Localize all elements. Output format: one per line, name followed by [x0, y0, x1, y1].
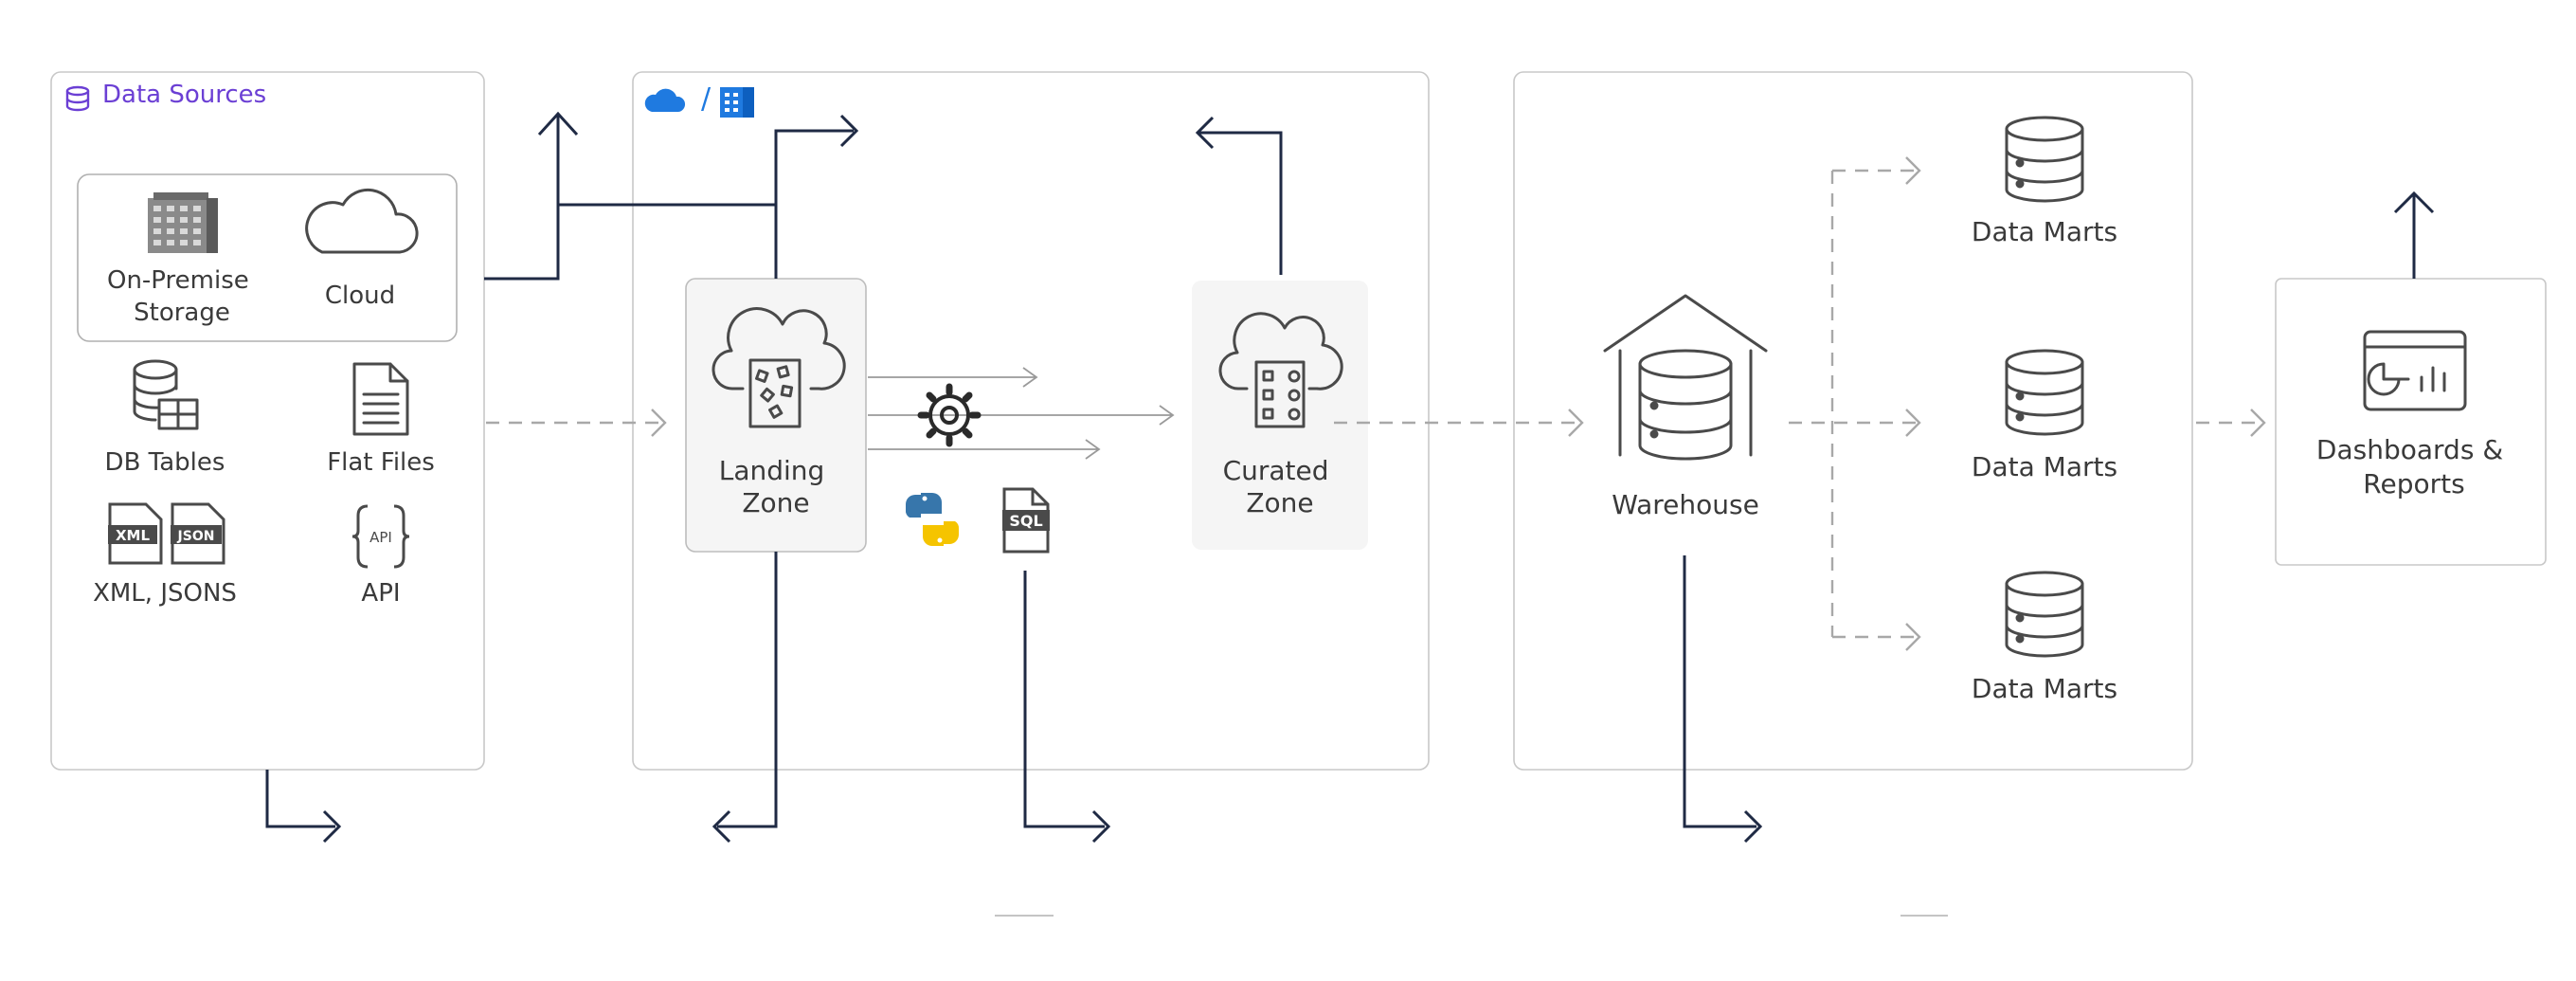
dashboards-panel [2275, 278, 2547, 566]
database-icon [65, 85, 90, 112]
db-tables-label: DB Tables [105, 448, 225, 477]
on-premise-line-2: Storage [134, 299, 230, 327]
building-icon [148, 192, 218, 253]
landing-zone-cloud-icon [712, 307, 846, 428]
flat-file-icon [352, 362, 409, 436]
api-glyph-text: API [369, 529, 392, 546]
json-file-icon: JSON [171, 502, 225, 565]
xml-jsons-label: XML, JSONS [93, 579, 237, 608]
data-lake-panel [632, 71, 1430, 771]
data-mart-label: Data Marts [1972, 673, 2117, 704]
dashboard-icon [2363, 330, 2467, 411]
warehouse-panel [1513, 71, 2193, 771]
flow-arrowheads [651, 156, 2266, 651]
data-mart-icon [2005, 116, 2084, 203]
sql-badge-text: SQL [1009, 512, 1042, 530]
landing-zone-line-2: Zone [742, 487, 809, 518]
api-label: API [361, 579, 400, 608]
cloud-icon [305, 188, 419, 254]
data-mart-icon [2005, 571, 2084, 658]
gear-icon [917, 383, 982, 447]
curated-zone-line-2: Zone [1246, 487, 1313, 518]
cloud-provider-icon [644, 88, 686, 112]
landing-zone-label: Landing Zone [719, 455, 833, 518]
dashboards-line-1: Dashboards & [2316, 434, 2503, 465]
curated-zone-line-1: Curated [1223, 455, 1329, 486]
xml-badge-text: XML [116, 527, 150, 544]
warehouse-icon [1603, 294, 1768, 461]
on-premise-label: On-Premise Storage [107, 266, 257, 327]
python-icon [905, 493, 960, 546]
cloud-label: Cloud [325, 282, 395, 310]
storage-building-icon [720, 87, 754, 118]
xml-file-icon: XML [108, 502, 163, 565]
on-premise-line-1: On-Premise [107, 266, 249, 295]
flat-files-label: Flat Files [327, 448, 435, 477]
db-table-icon [133, 359, 199, 430]
curated-zone-cloud-icon [1218, 312, 1343, 428]
data-mart-icon [2005, 349, 2084, 436]
json-badge-text: JSON [177, 529, 215, 544]
dashboards-line-2: Reports [2363, 468, 2464, 500]
control-connectors [265, 111, 2435, 844]
sql-file-icon: SQL [1002, 487, 1050, 554]
lake-header-separator: / [701, 82, 712, 116]
data-mart-label: Data Marts [1972, 216, 2117, 247]
data-mart-label: Data Marts [1972, 451, 2117, 482]
landing-zone-line-1: Landing [719, 455, 825, 486]
curated-zone-label: Curated Zone [1223, 455, 1338, 518]
warehouse-label: Warehouse [1612, 489, 1759, 520]
dashboards-label: Dashboards & Reports [2316, 434, 2512, 500]
data-sources-title: Data Sources [102, 81, 266, 109]
flow-connectors [486, 169, 2264, 639]
api-icon: API [351, 504, 410, 569]
